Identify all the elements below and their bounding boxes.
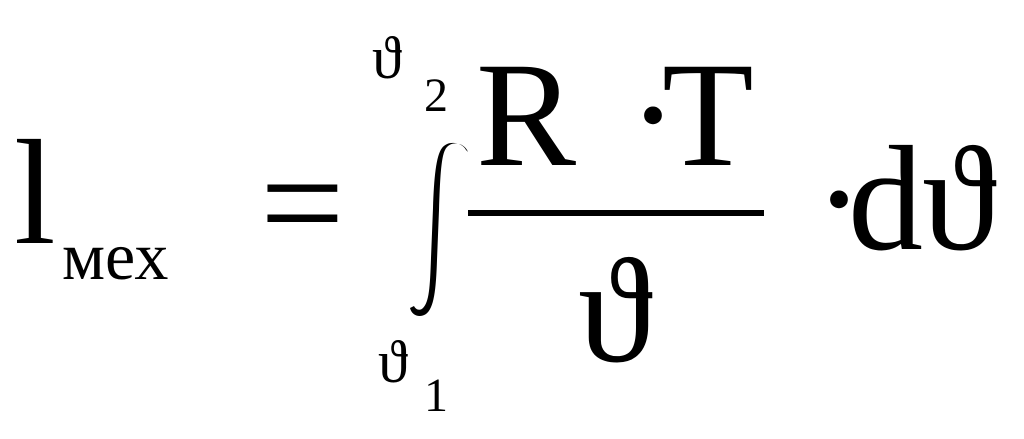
fraction-bar [468, 210, 764, 216]
equals-sign: = [260, 120, 345, 286]
lhs-symbol: l [14, 110, 56, 276]
numerator-operator: · [628, 32, 678, 198]
denominator: ϑ [578, 228, 653, 394]
differential-variable: ϑ [922, 116, 997, 282]
lower-limit-index: 1 [424, 369, 448, 422]
numerator-right: T [662, 32, 754, 198]
upper-limit-index: 2 [424, 69, 448, 122]
integral-sign [410, 142, 468, 316]
differential-d: d [848, 116, 923, 282]
numerator-left: R [476, 32, 577, 198]
upper-limit-symbol: ϑ [372, 25, 402, 91]
lower-limit-symbol: ϑ [378, 329, 408, 395]
differential-operator: · [814, 116, 864, 282]
lhs-subscript: мех [62, 218, 169, 294]
